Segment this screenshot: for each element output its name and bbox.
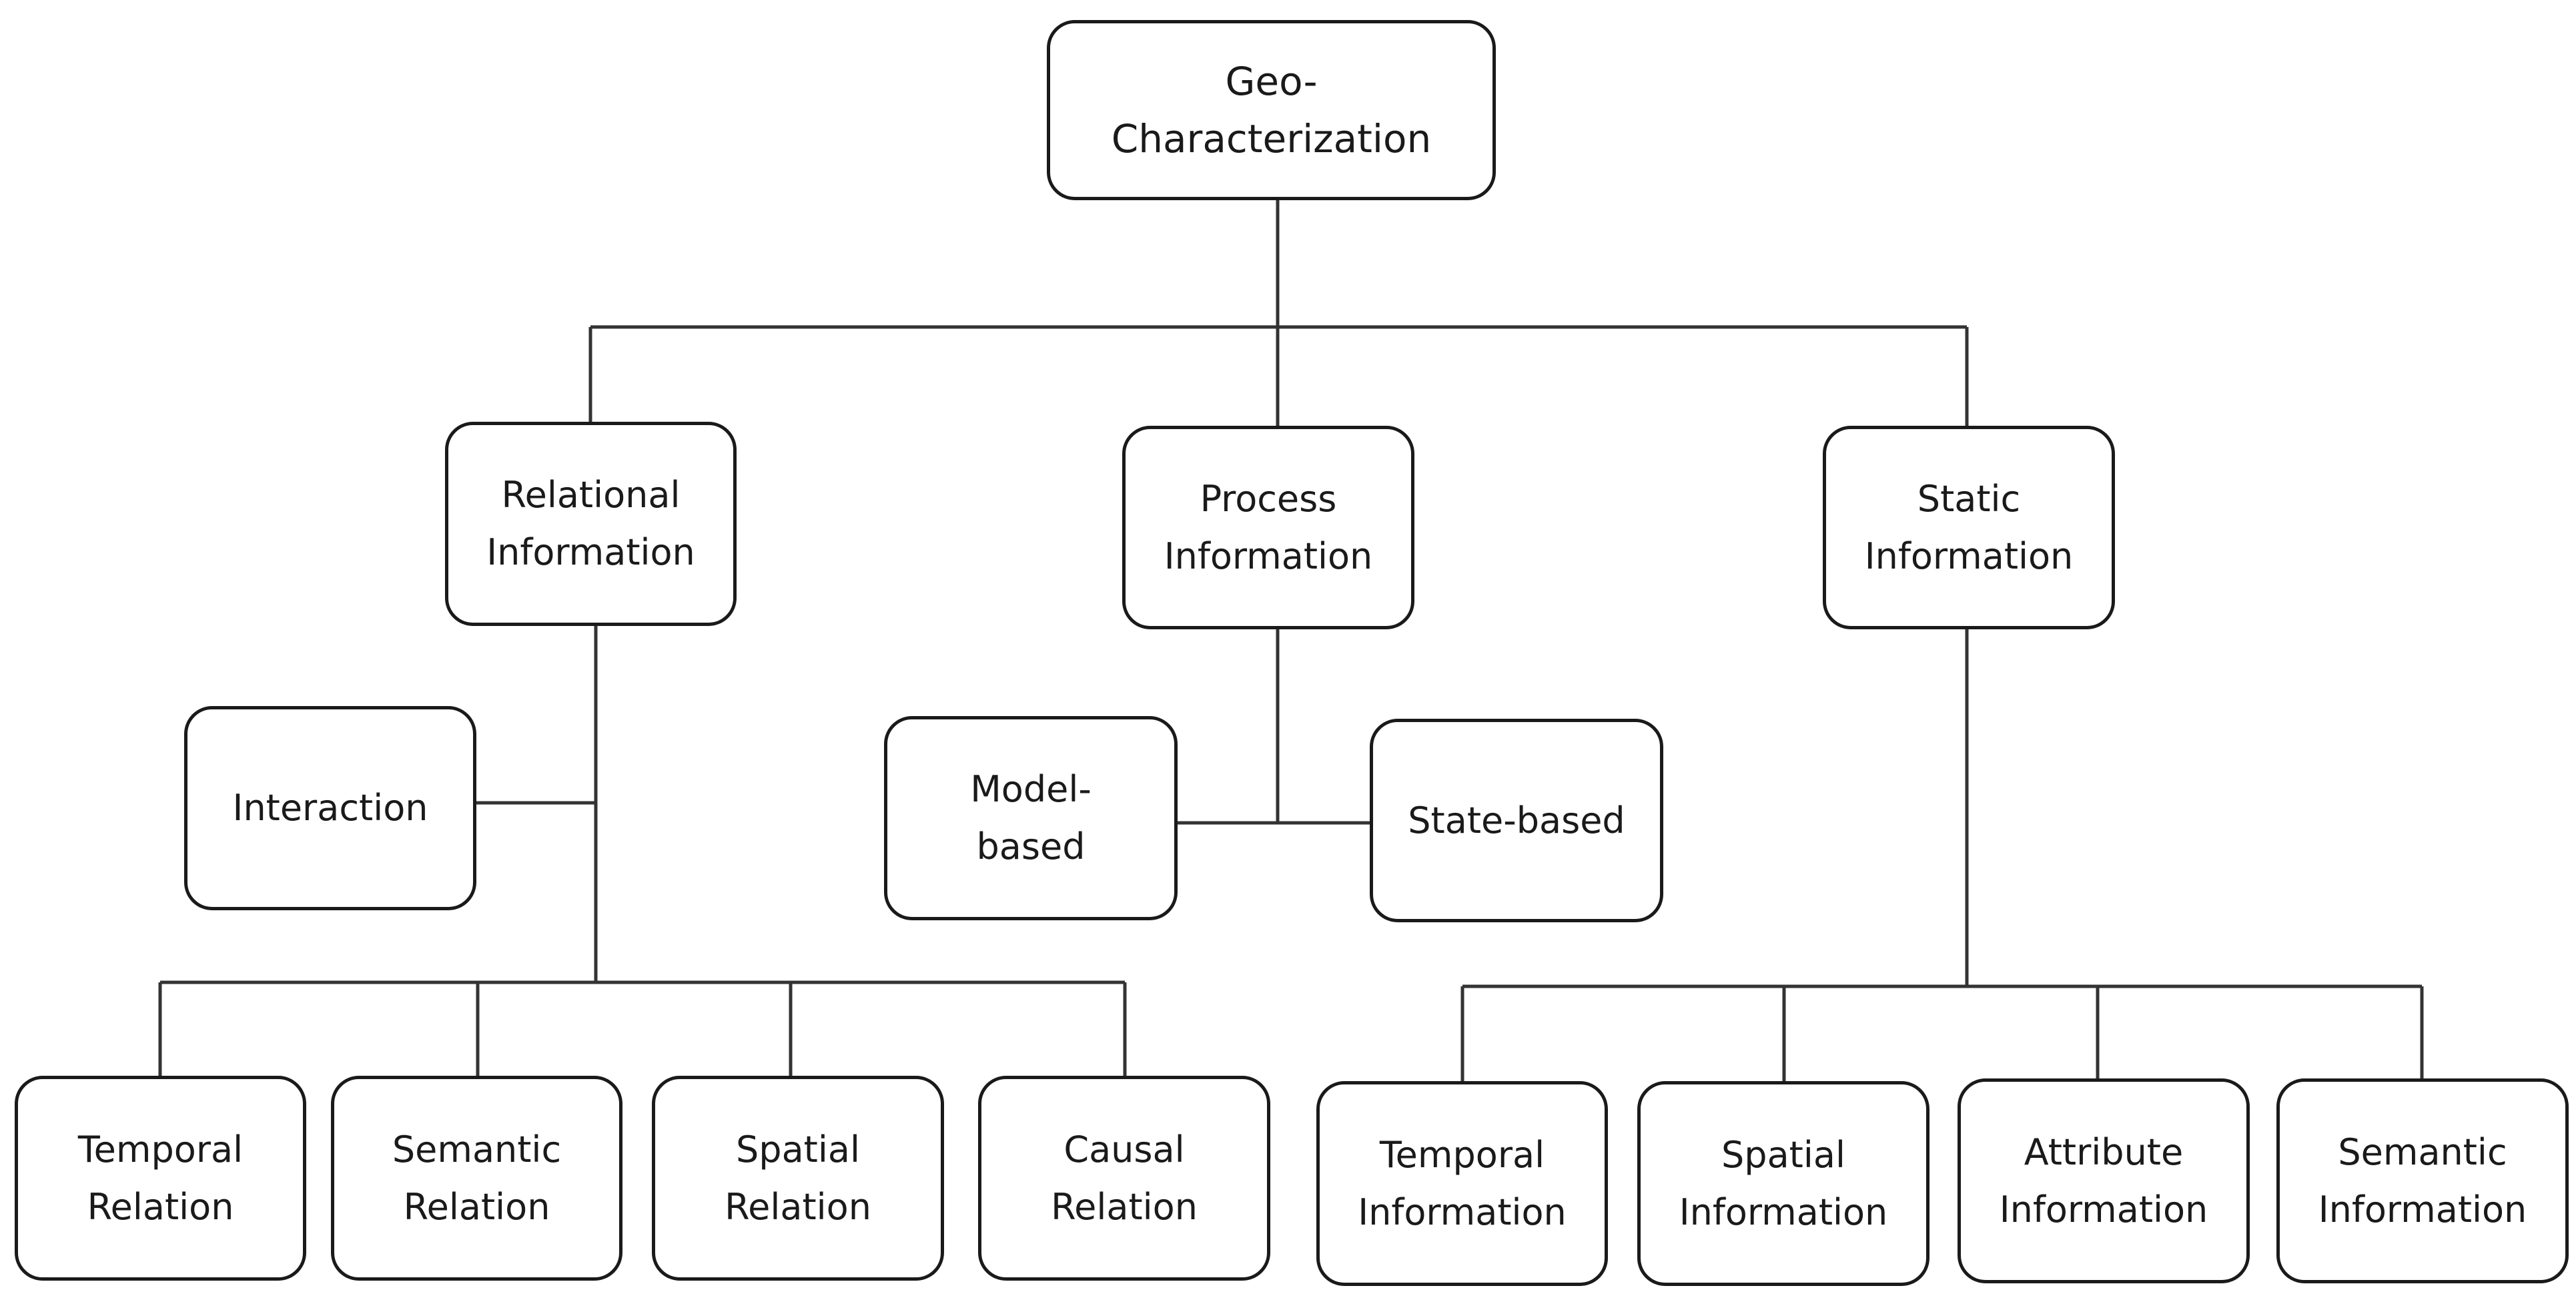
attribute-information-label: Attribute Information: [1999, 1130, 2208, 1231]
state-based-node: State-based: [1370, 719, 1663, 922]
semantic-information-node: Semantic Information: [2276, 1078, 2569, 1283]
state-based-label: State-based: [1408, 799, 1625, 842]
interaction-node: Interaction: [184, 706, 476, 910]
process-information-node: Process Information: [1122, 426, 1414, 629]
relational-information-node: Relational Information: [445, 422, 737, 626]
spatial-information-label: Spatial Information: [1679, 1133, 1888, 1233]
spatial-information-node: Spatial Information: [1637, 1081, 1929, 1286]
model-based-label: Model- based: [970, 768, 1092, 868]
spatial-relation-label: Spatial Relation: [725, 1128, 871, 1228]
temporal-information-node: Temporal Information: [1316, 1081, 1608, 1286]
causal-relation-label: Causal Relation: [1051, 1128, 1198, 1228]
static-information-label: Static Information: [1864, 477, 2074, 577]
attribute-information-node: Attribute Information: [1958, 1078, 2250, 1283]
relational-information-label: Relational Information: [486, 474, 695, 573]
root-label: Geo- Characterization: [1111, 59, 1432, 161]
spatial-relation-node: Spatial Relation: [652, 1076, 944, 1281]
semantic-relation-label: Semantic Relation: [392, 1128, 562, 1228]
causal-relation-node: Causal Relation: [978, 1076, 1270, 1281]
temporal-relation-label: Temporal Relation: [77, 1128, 244, 1228]
model-based-node: Model- based: [884, 716, 1178, 920]
semantic-relation-node: Semantic Relation: [331, 1076, 622, 1281]
root-node: Geo- Characterization: [1047, 20, 1496, 200]
semantic-information-label: Semantic Information: [2318, 1130, 2527, 1231]
process-information-label: Process Information: [1164, 477, 1373, 577]
temporal-information-label: Temporal Information: [1358, 1133, 1567, 1233]
static-information-node: Static Information: [1823, 426, 2115, 629]
interaction-label: Interaction: [232, 787, 428, 829]
temporal-relation-node: Temporal Relation: [15, 1076, 306, 1281]
